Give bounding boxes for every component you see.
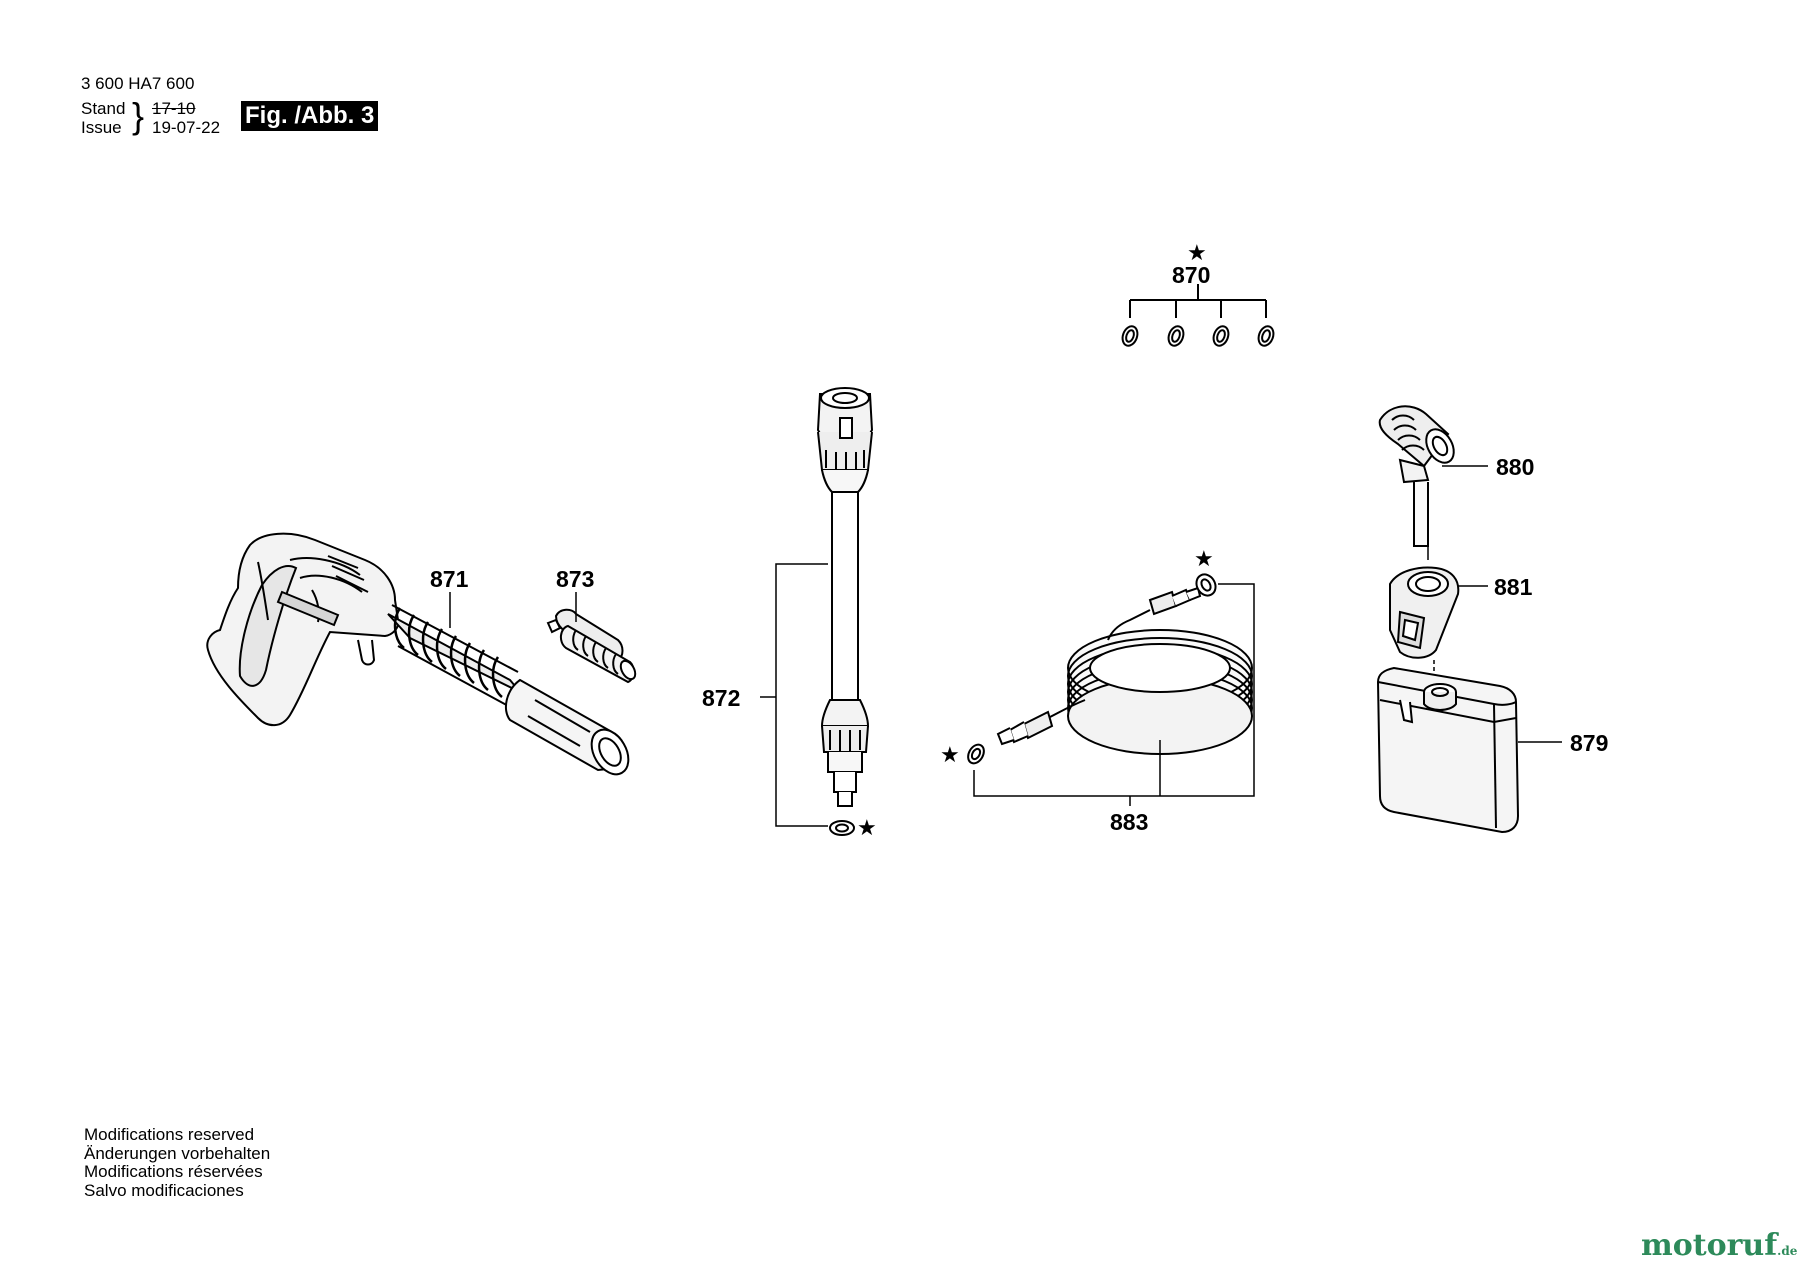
figure-label: Fig. /Abb. 3	[241, 101, 379, 131]
part-879-tank	[1376, 666, 1562, 834]
star-marker-870: ★	[1187, 241, 1207, 266]
issue-value: 19-07-22	[152, 118, 221, 137]
callout-870: 870	[1172, 262, 1210, 288]
star-marker-883-left: ★	[940, 743, 960, 768]
callout-871: 871	[430, 566, 469, 592]
callout-881: 881	[1494, 574, 1533, 600]
part-870-o-rings	[1121, 284, 1275, 347]
note-line: Modifications reserved	[84, 1125, 255, 1144]
part-872-lance	[760, 387, 874, 836]
star-marker-872: ★	[857, 816, 877, 841]
part-883-hose	[967, 573, 1255, 806]
watermark-tld: .de	[1777, 1244, 1798, 1258]
note-line: Salvo modificaciones	[84, 1180, 244, 1200]
note-line: Modifications réservées	[84, 1162, 263, 1181]
callout-879: 879	[1570, 730, 1608, 756]
stand-label: Stand	[81, 99, 126, 118]
callout-872: 872	[702, 685, 740, 711]
star-marker-883-right: ★	[1194, 547, 1214, 572]
brace-symbol: }	[132, 95, 145, 136]
stand-value: 17-10	[152, 99, 196, 118]
modification-notes: Modifications reserved Änderungen vorbeh…	[84, 1125, 271, 1200]
callout-880: 880	[1496, 454, 1534, 480]
part-881-clip	[1389, 566, 1488, 676]
part-880-connector	[1378, 405, 1488, 547]
part-number: 3 600 HA7 600	[81, 74, 195, 93]
part-873-nozzle	[546, 592, 637, 684]
part-871-spray-gun	[206, 532, 630, 776]
watermark-brand: motoruf	[1641, 1228, 1778, 1263]
issue-label: Issue	[81, 118, 122, 137]
callout-873: 873	[556, 566, 594, 592]
note-line: Änderungen vorbehalten	[84, 1143, 271, 1163]
watermark-logo: motoruf.de	[1641, 1228, 1797, 1263]
callout-883: 883	[1110, 809, 1148, 835]
